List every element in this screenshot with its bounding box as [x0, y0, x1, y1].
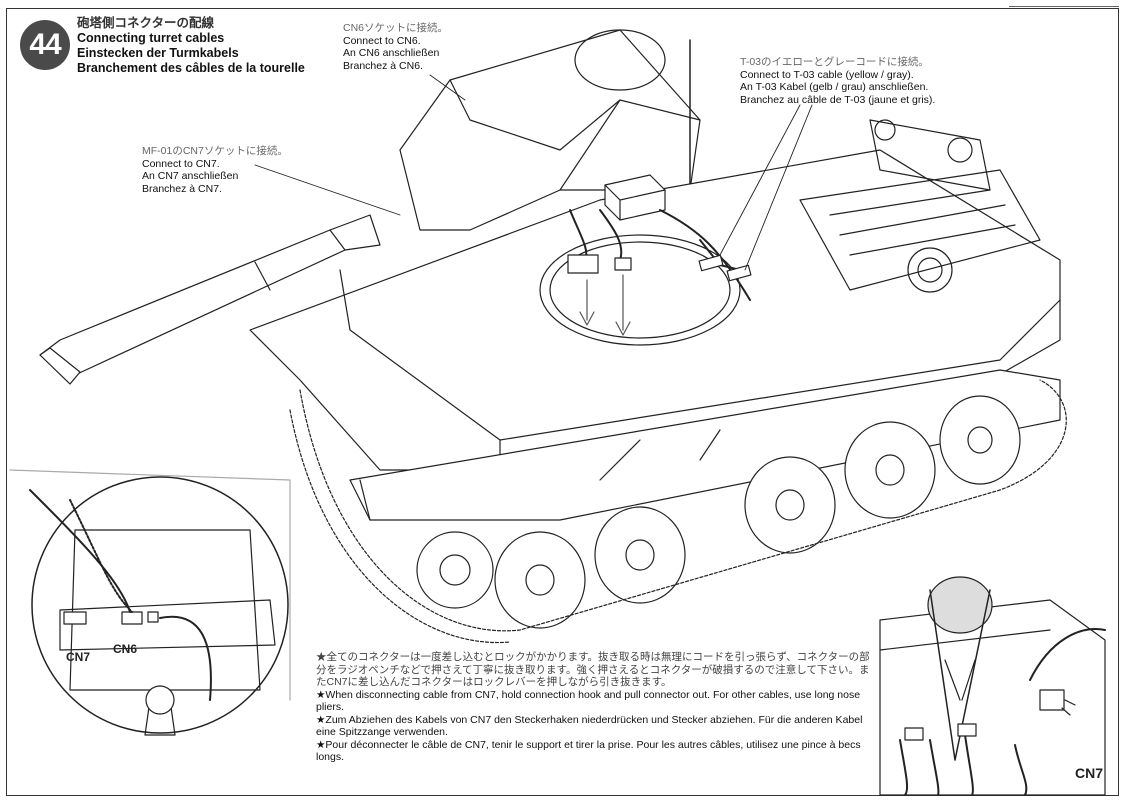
detail-circle-cn6-cn7	[9, 469, 291, 736]
track	[289, 379, 1067, 644]
title-fr: Branchement des câbles de la tourelle	[77, 61, 305, 75]
disconnect-note: ★全てのコネクターは一度差し込むとロックがかかります。抜き取る時は無理にコードを…	[316, 651, 874, 764]
control-box-and-cables	[567, 174, 752, 301]
callout-cn7-fr: Branchez à CN7.	[142, 182, 222, 195]
callout-cn6-en: Connect to CN6.	[343, 34, 421, 47]
callout-cn6-fr: Branchez à CN6.	[343, 59, 423, 72]
leader-lines	[254, 74, 813, 271]
label-cn7-right: CN7	[1075, 765, 1104, 781]
detail-panel-pliers	[879, 576, 1106, 796]
callout-cn7: MF-01のCN7ソケットに接続。 Connect to CN7. An CN7…	[142, 145, 288, 195]
insertion-arrows	[579, 274, 631, 336]
callout-t03-en: Connect to T-03 cable (yellow / gray).	[740, 68, 914, 81]
callout-cn6-jp: CN6ソケットに接続。	[343, 22, 449, 34]
callout-t03-fr: Branchez au câble de T-03 (jaune et gris…	[740, 93, 936, 106]
callout-t03-jp: T-03のイエローとグレーコードに接続。	[740, 56, 929, 68]
step-number-badge: 44	[20, 20, 70, 70]
note-en: ★When disconnecting cable from CN7, hold…	[316, 688, 861, 714]
note-fr: ★Pour déconnecter le câble de CN7, tenir…	[316, 738, 861, 764]
page-corner-mark	[1009, 0, 1119, 7]
title-jp: 砲塔側コネクターの配線	[77, 16, 215, 30]
callout-cn7-de: An CN7 anschließen	[142, 170, 239, 182]
note-de: ★Zum Abziehen des Kabels von CN7 den Ste…	[316, 713, 863, 739]
callout-cn7-jp: MF-01のCN7ソケットに接続。	[142, 145, 288, 157]
title-de: Einstecken der Turmkabels	[77, 46, 239, 60]
label-cn7-left: CN7	[66, 650, 91, 664]
page-frame	[6, 8, 1119, 796]
road-wheels	[416, 395, 1021, 629]
tank-hull	[249, 119, 1061, 521]
callout-cn6-de: An CN6 anschließen	[343, 47, 440, 59]
callout-t03: T-03のイエローとグレーコードに接続。 Connect to T-03 cab…	[740, 56, 935, 106]
gun-barrel	[39, 214, 381, 385]
label-cn6-left: CN6	[113, 642, 138, 656]
title-en: Connecting turret cables	[77, 31, 225, 45]
note-jp: ★全てのコネクターは一度差し込むとロックがかかります。抜き取る時は無理にコードを…	[316, 651, 870, 688]
step-title: 砲塔側コネクターの配線 Connecting turret cables Ein…	[77, 16, 305, 76]
callout-cn7-en: Connect to CN7.	[142, 157, 220, 170]
callout-t03-de: An T-03 Kabel (gelb / grau) anschließen.	[740, 81, 929, 93]
callout-cn6: CN6ソケットに接続。 Connect to CN6. An CN6 ansch…	[343, 22, 448, 72]
